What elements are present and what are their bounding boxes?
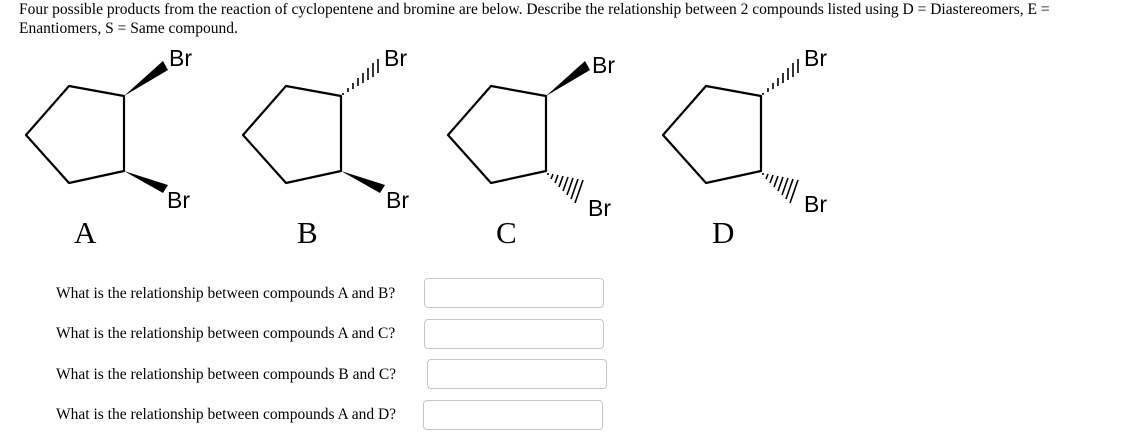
br-top: Br bbox=[384, 45, 407, 71]
answer-input-bc[interactable] bbox=[427, 359, 607, 389]
question-row-ab: What is the relationship between compoun… bbox=[56, 277, 395, 311]
structure-c: Br Br bbox=[446, 52, 615, 221]
molecule-b: Br Br bbox=[237, 40, 437, 220]
structure-b: Br Br bbox=[241, 45, 409, 213]
question-text-ad: What is the relationship between compoun… bbox=[56, 406, 397, 423]
hash-bond-top bbox=[762, 59, 799, 95]
molecule-a: Br Br bbox=[20, 40, 220, 220]
wedge-bond-top bbox=[124, 61, 168, 96]
wedge-bond-bottom bbox=[124, 171, 168, 193]
molecule-d: Br Br bbox=[657, 40, 857, 220]
answer-input-ab[interactable] bbox=[424, 278, 604, 308]
question-text-ab: What is the relationship between compoun… bbox=[56, 285, 396, 302]
molecule-c: Br Br bbox=[442, 40, 642, 221]
br-bottom: Br bbox=[804, 191, 827, 217]
question-row-ad: What is the relationship between compoun… bbox=[56, 398, 396, 432]
label-c: C bbox=[496, 215, 517, 250]
structure-d: Br Br bbox=[661, 45, 827, 217]
hash-bond-bottom bbox=[547, 173, 584, 204]
label-d: D bbox=[712, 215, 735, 250]
cyclopentane-ring bbox=[241, 84, 343, 185]
answer-input-ad[interactable] bbox=[423, 400, 603, 430]
question-row-ac: What is the relationship between compoun… bbox=[56, 317, 395, 351]
cyclopentane-ring bbox=[24, 84, 126, 185]
br-top: Br bbox=[592, 52, 615, 78]
label-b: B bbox=[297, 215, 318, 250]
label-a: A bbox=[74, 215, 97, 250]
br-top: Br bbox=[169, 45, 192, 71]
question-prompt: Four possible products from the reaction… bbox=[19, 1, 1050, 37]
br-bottom: Br bbox=[386, 187, 409, 213]
question-row-bc: What is the relationship between compoun… bbox=[56, 358, 396, 392]
question-text-bc: What is the relationship between compoun… bbox=[56, 366, 397, 383]
br-bottom: Br bbox=[588, 195, 611, 221]
cyclopentane-ring bbox=[446, 84, 548, 185]
answer-input-ac[interactable] bbox=[424, 319, 604, 349]
structure-a: Br Br bbox=[24, 45, 192, 213]
hash-bond-bottom bbox=[762, 173, 799, 204]
br-top: Br bbox=[804, 45, 827, 71]
cyclopentane-ring bbox=[661, 84, 763, 185]
hash-bond-top bbox=[342, 59, 379, 95]
wedge-bond-top bbox=[546, 61, 590, 96]
wedge-bond-bottom bbox=[341, 171, 385, 193]
br-bottom: Br bbox=[167, 187, 190, 213]
question-text-ac: What is the relationship between compoun… bbox=[56, 325, 396, 342]
